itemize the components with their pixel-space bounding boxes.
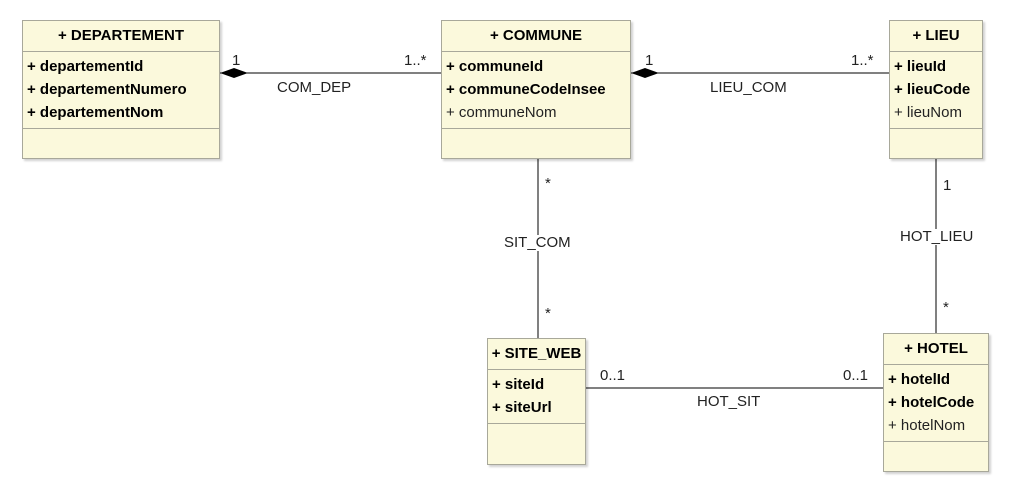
attribute-list: + lieuId + lieuCode + lieuNom	[890, 52, 982, 129]
operation-list	[442, 129, 630, 158]
operation-list	[890, 129, 982, 158]
com-dep-composition-diamond	[220, 68, 248, 78]
lieu-com-name: LIEU_COM	[710, 79, 787, 96]
class-lieu[interactable]: + LIEU + lieuId + lieuCode + lieuNom	[889, 20, 983, 159]
attribute: + hotelNom	[888, 417, 966, 434]
hot-lieu-multiplicity-hotel: *	[943, 299, 949, 316]
class-site-web[interactable]: + SITE_WEB + siteId + siteUrl	[487, 338, 586, 465]
hot-lieu-name: HOT_LIEU	[899, 228, 975, 245]
com-dep-multiplicity-commune: 1..*	[404, 52, 427, 69]
attribute: + departementNom	[27, 104, 164, 121]
attribute: + siteId	[492, 376, 545, 393]
class-departement[interactable]: + DEPARTEMENT + departementId + departem…	[22, 20, 220, 159]
operation-list	[488, 424, 585, 464]
com-dep-name: COM_DEP	[277, 79, 352, 96]
attribute: + hotelCode	[888, 394, 975, 411]
attribute: + communeId	[446, 58, 544, 75]
attribute: + lieuCode	[894, 81, 971, 98]
class-name: + COMMUNE	[442, 21, 630, 52]
com-dep-multiplicity-departement: 1	[232, 52, 241, 69]
lieu-com-multiplicity-commune: 1	[645, 52, 654, 69]
class-hotel[interactable]: + HOTEL + hotelId + hotelCode + hotelNom	[883, 333, 989, 472]
attribute: + siteUrl	[492, 399, 552, 416]
sit-com-multiplicity-site-web: *	[545, 305, 551, 322]
lieu-com-composition-diamond	[631, 68, 659, 78]
sit-com-name: SIT_COM	[503, 234, 572, 251]
attribute: + departementId	[27, 58, 144, 75]
class-name: + SITE_WEB	[488, 339, 585, 370]
hot-sit-name: HOT_SIT	[697, 393, 761, 410]
attribute: + hotelId	[888, 371, 951, 388]
attribute: + communeCodeInsee	[446, 81, 606, 98]
attribute-list: + hotelId + hotelCode + hotelNom	[884, 365, 988, 442]
operation-list	[884, 442, 988, 471]
class-name: + DEPARTEMENT	[23, 21, 219, 52]
operation-list	[23, 129, 219, 158]
attribute-list: + departementId + departementNumero + de…	[23, 52, 219, 129]
lieu-com-multiplicity-lieu: 1..*	[851, 52, 874, 69]
hot-sit-multiplicity-hotel: 0..1	[843, 367, 869, 384]
class-commune[interactable]: + COMMUNE + communeId + communeCodeInsee…	[441, 20, 631, 159]
attribute: + lieuId	[894, 58, 947, 75]
attribute-list: + communeId + communeCodeInsee + commune…	[442, 52, 630, 129]
attribute: + departementNumero	[27, 81, 187, 98]
attribute: + lieuNom	[894, 104, 962, 121]
class-name: + LIEU	[890, 21, 982, 52]
hot-lieu-multiplicity-lieu: 1	[943, 177, 952, 194]
class-name: + HOTEL	[884, 334, 988, 365]
hot-sit-multiplicity-site-web: 0..1	[600, 367, 626, 384]
attribute: + communeNom	[446, 104, 557, 121]
sit-com-multiplicity-commune: *	[545, 175, 551, 192]
attribute-list: + siteId + siteUrl	[488, 370, 585, 424]
